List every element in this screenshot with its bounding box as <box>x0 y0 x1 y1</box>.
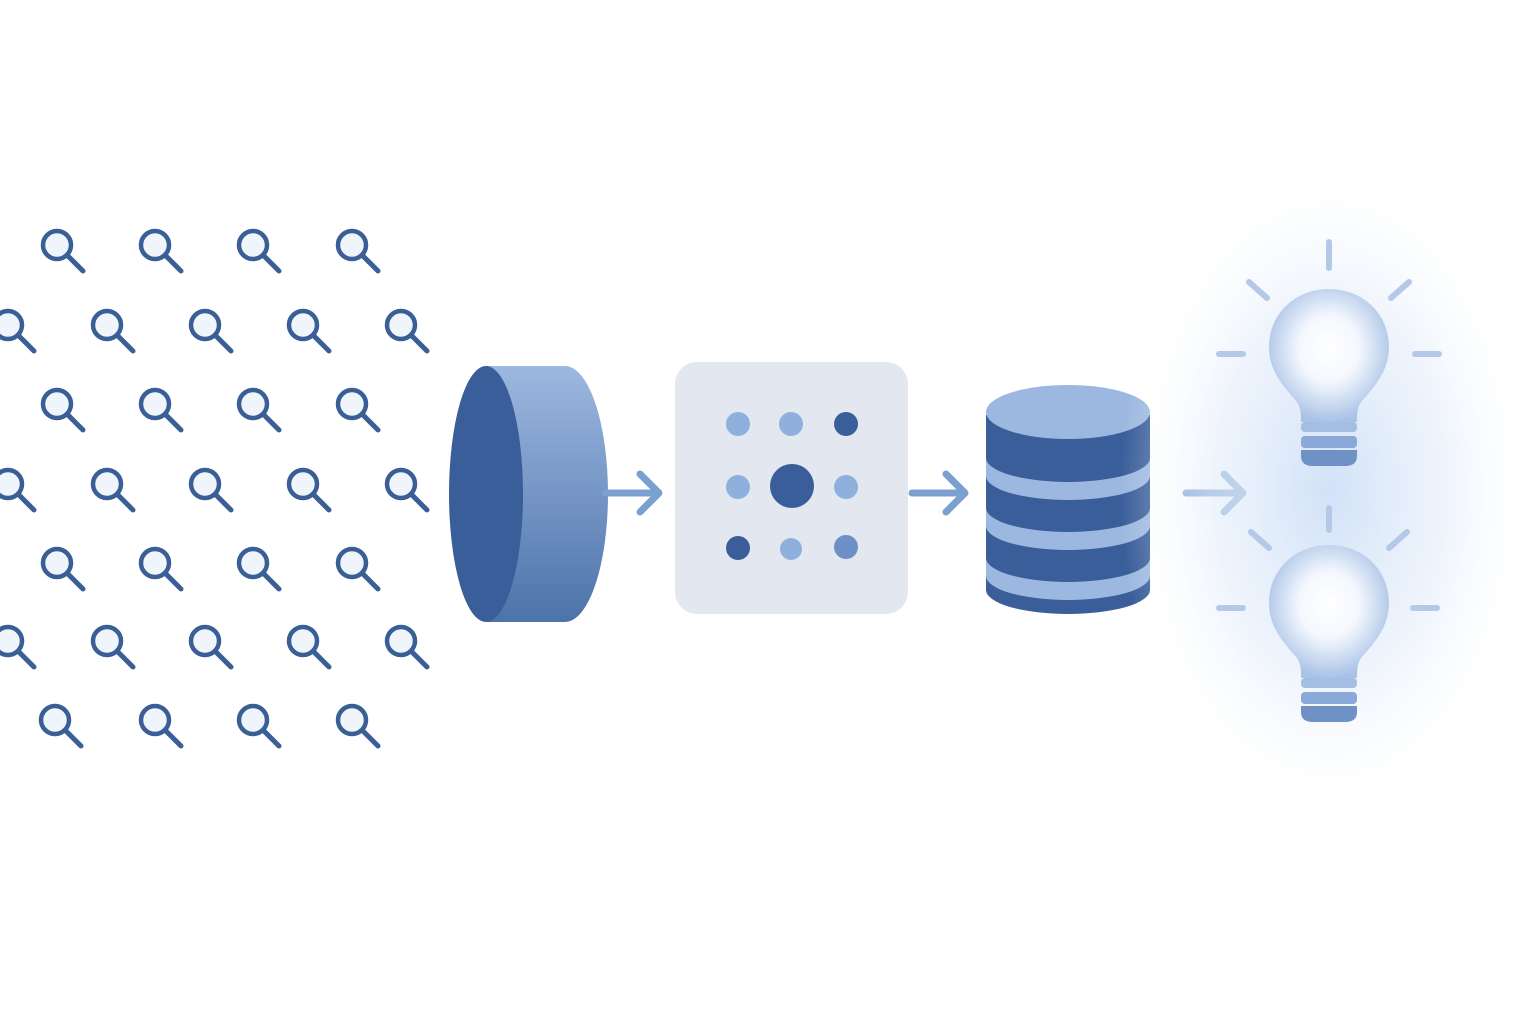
lightbulb-icon <box>1216 505 1440 722</box>
magnifier-icon <box>41 706 81 746</box>
capsule-icon <box>449 366 608 622</box>
magnifier-icon <box>43 231 83 271</box>
query-magnifier-field <box>0 231 427 746</box>
magnifier-icon <box>141 706 181 746</box>
magnifier-icon <box>191 311 231 351</box>
magnifier-icon <box>387 470 427 510</box>
magnifier-icon <box>239 231 279 271</box>
magnifier-icon <box>191 627 231 667</box>
magnifier-icon <box>338 231 378 271</box>
magnifier-icon <box>387 311 427 351</box>
magnifier-icon <box>289 627 329 667</box>
magnifier-icon <box>239 706 279 746</box>
magnifier-icon <box>0 627 34 667</box>
magnifier-icon <box>93 470 133 510</box>
arrow-right-icon <box>908 470 969 516</box>
magnifier-icon <box>93 627 133 667</box>
magnifier-icon <box>141 549 181 589</box>
magnifier-icon <box>289 470 329 510</box>
magnifier-icon <box>387 627 427 667</box>
magnifier-icon <box>239 549 279 589</box>
magnifier-icon <box>93 311 133 351</box>
magnifier-icon <box>338 706 378 746</box>
magnifier-icon <box>338 549 378 589</box>
lightbulb-icon <box>1216 239 1442 466</box>
magnifier-icon <box>43 549 83 589</box>
magnifier-icon <box>141 231 181 271</box>
magnifier-icon <box>338 390 378 430</box>
magnifier-icon <box>0 470 34 510</box>
magnifier-icon <box>43 390 83 430</box>
bulb-glow <box>1120 150 1536 830</box>
dot-grid-icon <box>675 362 908 614</box>
magnifier-icon <box>289 311 329 351</box>
magnifier-icon <box>141 390 181 430</box>
database-icon <box>986 385 1150 614</box>
magnifier-icon <box>0 311 34 351</box>
magnifier-icon <box>239 390 279 430</box>
arrow-right-icon <box>602 470 663 516</box>
magnifier-icon <box>191 470 231 510</box>
